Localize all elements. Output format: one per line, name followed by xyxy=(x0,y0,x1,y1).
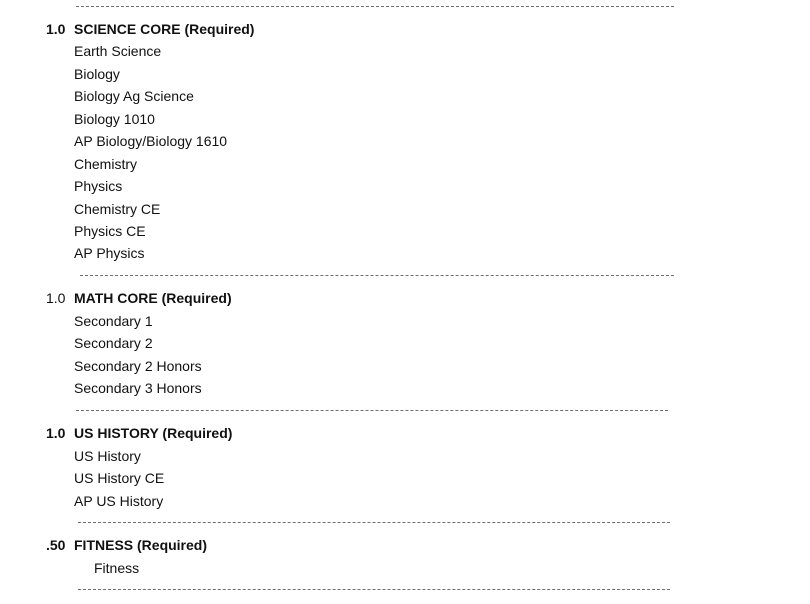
course-item: Biology 1010 xyxy=(74,111,155,127)
course-item: Biology xyxy=(74,66,120,82)
section-header-math: 1.0 MATH CORE (Required) xyxy=(46,289,232,307)
section-header-fitness: .50 FITNESS (Required) xyxy=(46,536,207,554)
section-credits: 1.0 xyxy=(46,290,66,306)
course-item: AP Biology/Biology 1610 xyxy=(74,133,228,149)
section-divider xyxy=(80,275,674,276)
section-header-science: 1.0 SCIENCE CORE (Required) xyxy=(46,20,254,38)
section-credits: 1.0 xyxy=(46,21,66,37)
course-item: Chemistry CE xyxy=(74,201,161,217)
course-item: AP US History xyxy=(74,493,164,509)
course-item: Secondary 2 xyxy=(74,335,153,351)
course-item: Fitness xyxy=(94,560,140,576)
course-item: Physics CE xyxy=(74,223,146,239)
course-item: Secondary 2 Honors xyxy=(74,358,202,374)
section-credits: .50 xyxy=(46,537,66,553)
section-divider xyxy=(78,522,670,523)
section-credits: 1.0 xyxy=(46,425,66,441)
section-title: MATH CORE (Required) xyxy=(74,290,232,306)
section-header-us-history: 1.0 US HISTORY (Required) xyxy=(46,424,232,442)
course-item: Chemistry xyxy=(74,156,138,172)
section-title: US HISTORY (Required) xyxy=(74,425,233,441)
section-divider xyxy=(76,6,674,7)
section-title: FITNESS (Required) xyxy=(74,537,208,553)
course-item: Secondary 1 xyxy=(74,313,153,329)
section-title: SCIENCE CORE (Required) xyxy=(74,21,255,37)
section-divider xyxy=(76,410,668,411)
course-item: US History CE xyxy=(74,470,165,486)
section-divider xyxy=(78,589,670,590)
course-item: Physics xyxy=(74,178,123,194)
course-item: US History xyxy=(74,448,141,464)
course-item: Secondary 3 Honors xyxy=(74,380,202,396)
course-item: Biology Ag Science xyxy=(74,88,194,104)
course-item: Earth Science xyxy=(74,43,162,59)
course-item: AP Physics xyxy=(74,245,145,261)
